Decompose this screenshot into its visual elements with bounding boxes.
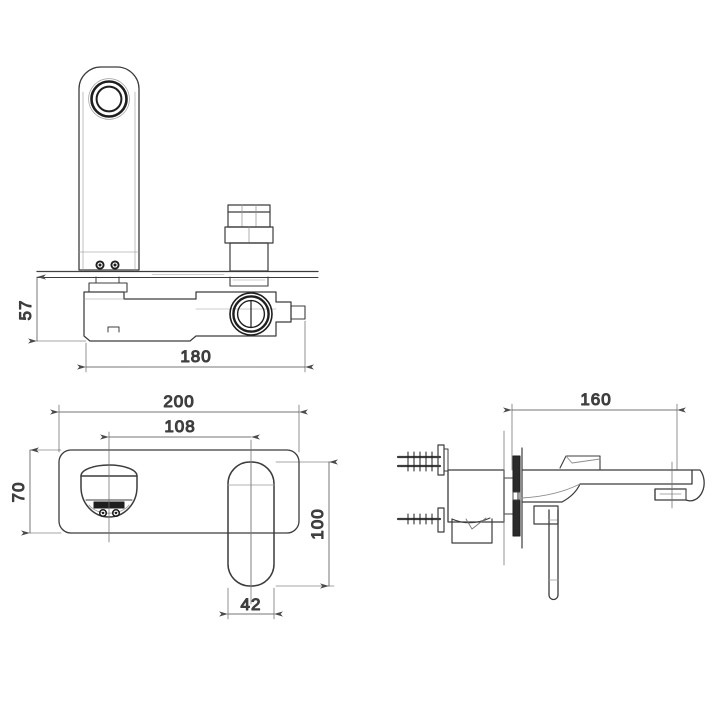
cartridge-stem <box>224 204 274 272</box>
front-elevation-view: 200 108 70 100 <box>8 391 338 620</box>
stem-collar <box>229 276 269 287</box>
dimension-42 <box>219 587 283 620</box>
dimension-108-label: 108 <box>164 417 195 436</box>
inlet-connection-lower <box>396 507 445 533</box>
dimension-180 <box>77 320 314 373</box>
dimension-100-label: 100 <box>308 508 327 539</box>
section-side-view: 160 <box>396 389 705 601</box>
dimension-57-label: 57 <box>16 300 35 321</box>
riser-collar <box>88 276 128 293</box>
concealed-body <box>447 469 519 544</box>
dimension-200 <box>50 404 308 453</box>
inlet-connection-upper <box>396 444 449 476</box>
lever-handle-section <box>533 505 559 601</box>
side-spigot <box>290 305 306 320</box>
wall-plate-line <box>36 270 319 278</box>
wall-plate <box>58 449 300 534</box>
spout-arm <box>521 455 693 503</box>
dimension-57 <box>28 271 87 344</box>
dimension-70-label: 70 <box>9 482 28 503</box>
side-elevation-view: 57 180 <box>15 66 319 373</box>
aerator-ring <box>88 78 130 120</box>
dimension-160 <box>503 403 686 471</box>
riser-fixing-bosses <box>95 260 120 270</box>
spout-riser <box>78 66 140 271</box>
dimension-100 <box>275 459 338 589</box>
dimension-42-label: 42 <box>241 595 262 614</box>
dimension-180-label: 180 <box>180 347 211 366</box>
outlet-port <box>229 292 273 336</box>
spout-tip <box>654 461 705 509</box>
dimension-160-label: 160 <box>580 390 611 409</box>
escutcheon-flange <box>503 430 523 566</box>
dimension-200-label: 200 <box>163 392 194 411</box>
dimension-70 <box>21 447 62 536</box>
